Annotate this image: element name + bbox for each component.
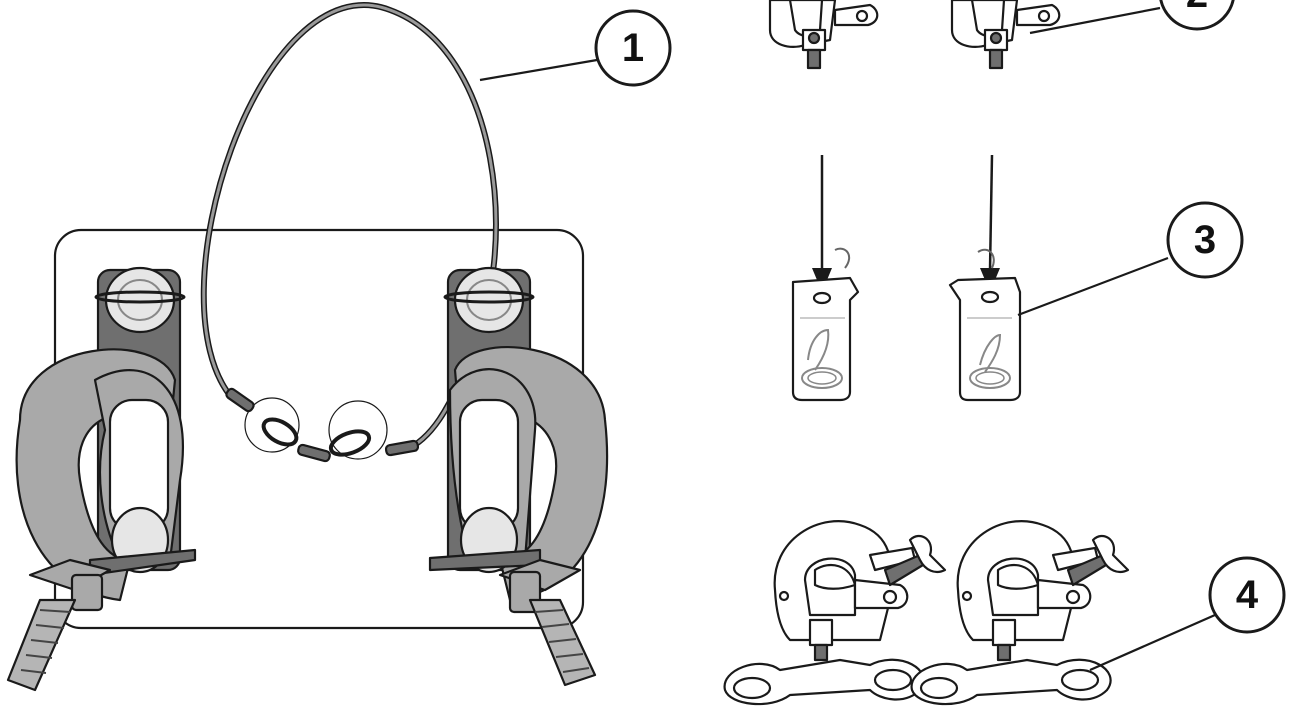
top-clamps: 2 bbox=[770, 0, 1234, 68]
bottom-clamps: 4 bbox=[725, 521, 1284, 704]
callout-4: 4 bbox=[1210, 558, 1284, 632]
bottom-clamp-a bbox=[725, 521, 945, 704]
svg-text:4: 4 bbox=[1236, 573, 1259, 617]
top-clamp-a bbox=[770, 0, 877, 68]
callout-1: 1 bbox=[596, 11, 670, 85]
bracket-b bbox=[950, 155, 1020, 400]
callout-2: 2 bbox=[1160, 0, 1234, 29]
middle-brackets: 3 bbox=[793, 155, 1242, 400]
callout-3: 3 bbox=[1168, 203, 1242, 277]
left-assembly: 1 bbox=[8, 5, 670, 690]
top-clamp-b bbox=[952, 0, 1059, 68]
svg-text:1: 1 bbox=[622, 26, 644, 70]
svg-text:3: 3 bbox=[1194, 218, 1216, 262]
bracket-a bbox=[793, 155, 858, 400]
bottom-clamp-b bbox=[912, 521, 1128, 704]
svg-text:2: 2 bbox=[1186, 0, 1208, 16]
